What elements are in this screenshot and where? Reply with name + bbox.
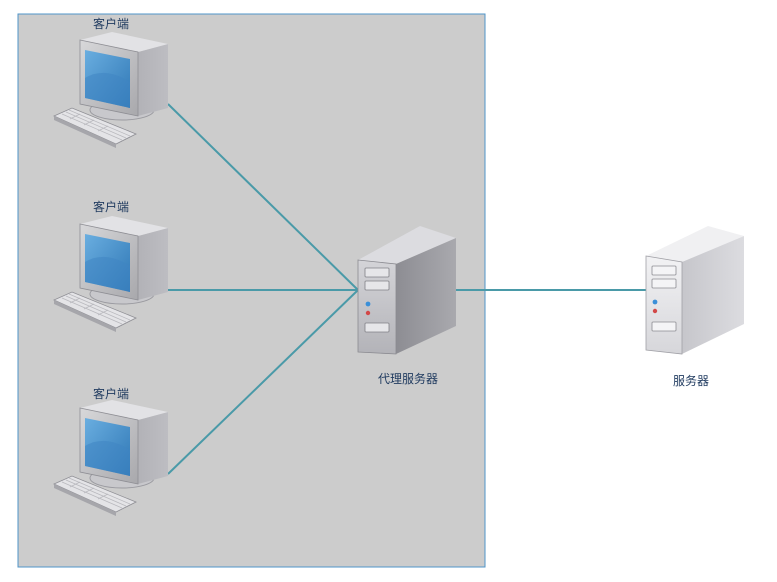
client-label-3: 客户端 bbox=[92, 387, 129, 401]
proxy-server-icon bbox=[357, 226, 456, 355]
connectors bbox=[167, 103, 648, 475]
server-label: 服务器 bbox=[672, 374, 709, 388]
server-icon bbox=[645, 226, 744, 355]
connector-client1-proxy bbox=[167, 103, 359, 291]
client-label-1: 客户端 bbox=[92, 17, 129, 31]
client-label-2: 客户端 bbox=[92, 200, 129, 214]
connector-client3-proxy bbox=[167, 289, 359, 475]
proxy-server-label: 代理服务器 bbox=[377, 372, 438, 386]
